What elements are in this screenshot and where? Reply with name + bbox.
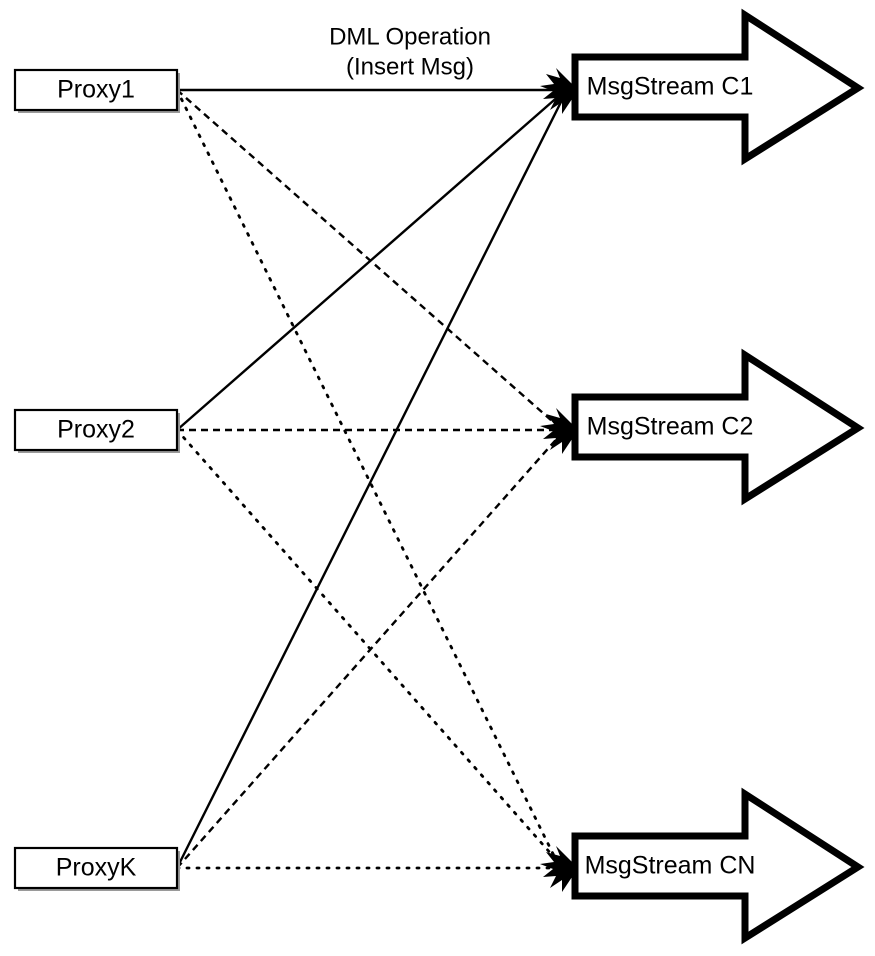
arrowhead-head-cn [540, 846, 578, 892]
streams-layer: MsgStream C1 MsgStream C2 MsgStream CN [571, 8, 865, 945]
stream-node-stream_cn[interactable]: MsgStream CN [571, 787, 865, 945]
arrowhead-head-c2 [540, 408, 578, 454]
stream-arrow-shape-stream_c1[interactable] [571, 8, 865, 166]
stream-arrow-shape-stream_cn[interactable] [571, 787, 865, 945]
link-p2-cn [175, 428, 562, 866]
proxy-label-proxy2: Proxy2 [57, 416, 135, 444]
proxy-box-proxy2[interactable] [13, 408, 179, 452]
link-p1-c2 [176, 89, 561, 429]
proxy-box-proxy1[interactable] [13, 68, 179, 112]
proxy-label-proxy1: Proxy1 [57, 76, 135, 104]
proxy-node-proxy1[interactable]: Proxy1 [13, 68, 180, 113]
proxy-box-proxyk[interactable] [13, 846, 179, 890]
link-pk-c2 [176, 433, 562, 869]
edge-caption: DML Operation (Insert Msg) [329, 23, 491, 80]
proxy-node-proxy2[interactable]: Proxy2 [13, 408, 180, 453]
stream-label-stream_c2: MsgStream C2 [587, 413, 754, 441]
link-pk-c1 [175, 97, 565, 869]
proxy-node-proxyk[interactable]: ProxyK [13, 846, 180, 891]
edge-caption-line2: (Insert Msg) [346, 53, 474, 80]
stream-node-stream_c1[interactable]: MsgStream C1 [571, 8, 865, 166]
arrowhead-head-c1 [540, 68, 578, 114]
edge-caption-line1: DML Operation [329, 23, 491, 50]
arrowheads-layer [540, 68, 578, 892]
links-layer [175, 88, 565, 870]
stream-node-stream_c2[interactable]: MsgStream C2 [571, 348, 865, 506]
link-p2-c1 [176, 93, 562, 431]
stream-arrow-shape-stream_c2[interactable] [571, 348, 865, 506]
stream-label-stream_c1: MsgStream C1 [587, 73, 754, 101]
link-p1-cn [175, 88, 561, 868]
stream-label-stream_cn: MsgStream CN [585, 852, 756, 880]
proxy-label-proxyk: ProxyK [56, 854, 137, 882]
